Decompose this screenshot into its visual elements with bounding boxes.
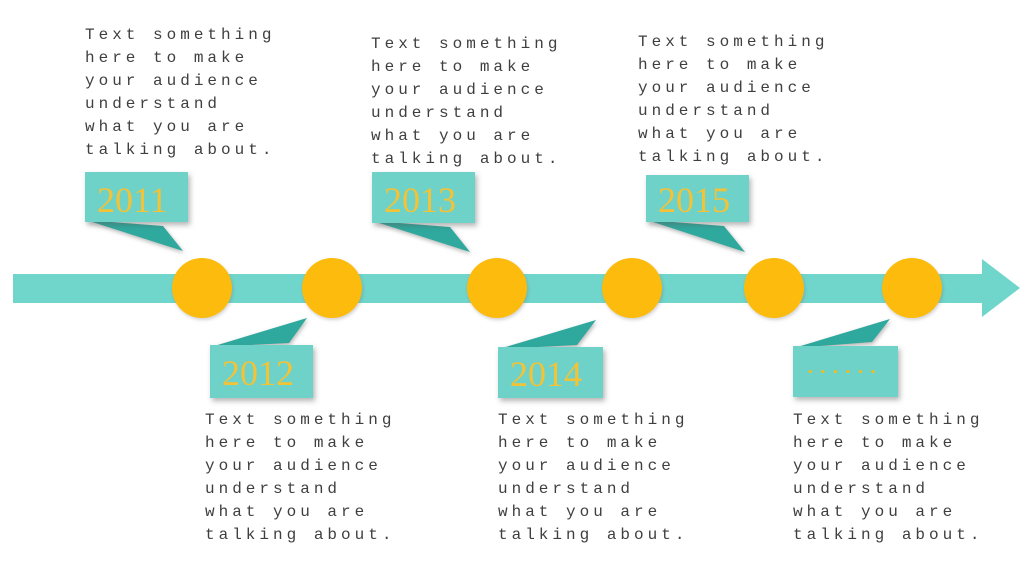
callout-tail-2014 <box>499 320 596 349</box>
callout-tail-2015 <box>647 220 745 252</box>
year-callout-2012: 2012 <box>210 345 313 398</box>
timeline-node-dot-6 <box>882 258 942 318</box>
milestone-description-2015: Text something here to make your audienc… <box>638 33 829 166</box>
year-label: 2013 <box>384 180 456 220</box>
year-label: 2012 <box>222 353 294 393</box>
year-label: 2015 <box>658 180 730 220</box>
year-callout-more: •••••• <box>793 346 898 397</box>
timeline-node-dot-4 <box>602 258 662 318</box>
callout-tail-2012 <box>211 318 307 347</box>
year-label: 2014 <box>510 354 582 394</box>
year-callout-2013: 2013 <box>372 172 475 223</box>
timeline-node-dot-5 <box>744 258 804 318</box>
year-callout-2011: 2011 <box>85 172 188 222</box>
milestone-description-2011: Text something here to make your audienc… <box>85 26 276 159</box>
milestone-description-2012: Text something here to make your audienc… <box>205 411 396 544</box>
timeline-node-dot-2 <box>302 258 362 318</box>
timeline-arrow-head-icon <box>982 259 1020 317</box>
year-label: 2011 <box>97 180 168 220</box>
milestone-description-more: Text something here to make your audienc… <box>793 411 984 544</box>
year-callout-2015: 2015 <box>646 175 749 222</box>
timeline-node-dot-1 <box>172 258 232 318</box>
timeline-node-dot-3 <box>467 258 527 318</box>
milestone-description-2014: Text something here to make your audienc… <box>498 411 689 544</box>
more-dots-label: •••••• <box>808 364 884 379</box>
milestone-description-2013: Text something here to make your audienc… <box>371 35 562 168</box>
year-callout-2014: 2014 <box>498 347 603 398</box>
callout-tail-more <box>794 319 890 348</box>
